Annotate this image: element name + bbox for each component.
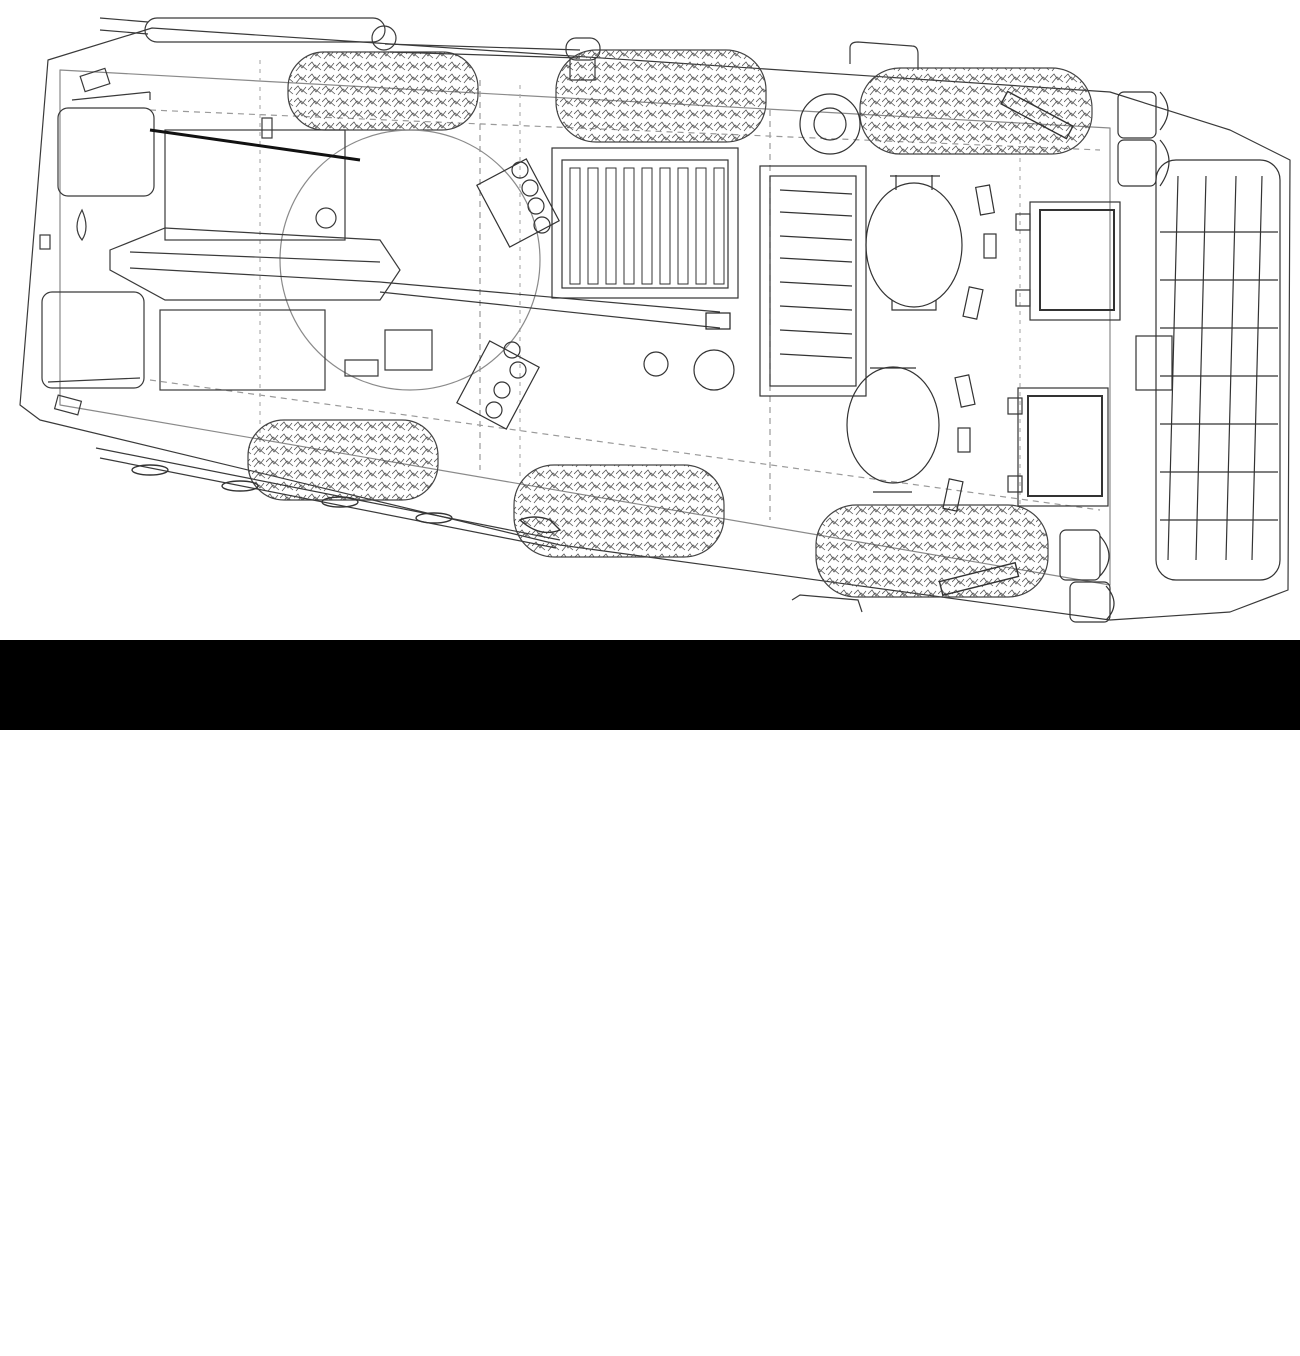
headlights [1059, 91, 1170, 623]
watermark-footer: alamy W9EJ6E www.alamy.com [0, 640, 1300, 1355]
smoke-launchers [456, 158, 560, 430]
vent-panel [759, 165, 867, 397]
driver-hatches [1007, 201, 1173, 507]
engine-grille [551, 93, 861, 391]
site-url: www.alamy.com [1085, 1330, 1254, 1355]
vehicle-wireframe [19, 17, 1291, 623]
side-tools [131, 90, 1074, 597]
unditching-log-rack [1155, 159, 1281, 581]
exhaust-pipe [95, 17, 919, 613]
brand-logo: alamy [44, 1297, 176, 1350]
crew-hatches [846, 175, 997, 512]
image-id: W9EJ6E [1175, 1302, 1254, 1324]
rear-hatches [39, 67, 155, 416]
turret [109, 117, 731, 391]
wheels [247, 49, 1093, 598]
wireframe-drawing [0, 0, 1300, 640]
